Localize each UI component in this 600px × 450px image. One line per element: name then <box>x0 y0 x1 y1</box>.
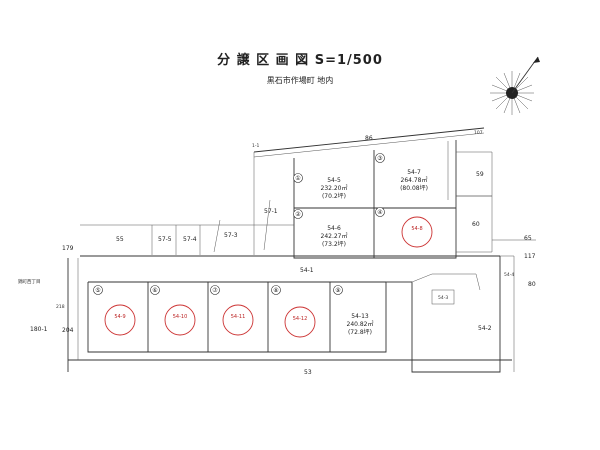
lot-9[interactable]: ⑨ 54-13 240.82㎡ (72.8坪) <box>333 285 374 337</box>
label-86: 86 <box>365 135 373 142</box>
lot-4-number: ④ <box>377 209 382 216</box>
plan-location: 黒石市作場町 地内 <box>267 75 334 85</box>
label-65: 65 <box>524 235 532 242</box>
lot-5-number: ⑤ <box>95 287 100 294</box>
label-80: 80 <box>528 281 536 288</box>
lot-8-number: ⑧ <box>273 287 278 294</box>
label-179: 179 <box>62 245 74 252</box>
lot-3[interactable]: ③ 54-7 264.78㎡ (80.08坪) <box>375 153 428 193</box>
lot-1-id: 54-5 <box>327 177 341 184</box>
lot-8-sold-stamp <box>284 306 316 338</box>
label-107: 107 <box>474 130 483 136</box>
plan-title: 分 譲 区 画 図 S=1/500 <box>217 52 383 68</box>
lot-8-id: 54-12 <box>293 316 308 322</box>
lot-1-tsubo: (70.2坪) <box>322 192 346 200</box>
lot-3-id: 54-7 <box>407 169 421 176</box>
lot-9-tsubo: (72.8坪) <box>348 328 372 336</box>
label-1-1: 1-1 <box>252 143 259 149</box>
label-55: 55 <box>116 236 124 243</box>
top-boundary-line <box>253 127 485 153</box>
label-204: 204 <box>62 327 74 334</box>
lot-4-sold-stamp <box>401 216 433 248</box>
label-60: 60 <box>472 221 480 228</box>
lot-8[interactable]: ⑧ 54-12 <box>271 285 316 338</box>
lot-6[interactable]: ⑥ 54-10 <box>150 285 196 336</box>
lot-1[interactable]: ① 54-5 232.20㎡ (70.2坪) <box>293 173 348 201</box>
lot-3-tsubo: (80.08坪) <box>400 184 428 192</box>
label-57-1: 57-1 <box>264 208 278 215</box>
lot-2[interactable]: ② 54-6 242.27㎡ (73.2坪) <box>293 209 348 249</box>
lot-9-id: 54-13 <box>351 313 369 320</box>
lot-5-sold-stamp <box>104 304 136 336</box>
lot-1-number: ① <box>295 175 300 182</box>
lot-2-tsubo: (73.2坪) <box>322 240 346 248</box>
lot-2-number: ② <box>295 211 301 218</box>
compass-rose-icon <box>490 56 540 115</box>
label-57-3: 57-3 <box>224 232 238 239</box>
lot-7[interactable]: ⑦ 54-11 <box>210 285 254 336</box>
label-53: 53 <box>304 369 312 376</box>
lot-6-number: ⑥ <box>152 287 157 294</box>
lot-4-id: 54-8 <box>411 226 422 232</box>
lot-9-area: 240.82㎡ <box>347 320 374 328</box>
label-west-street: 錦町西丁目 <box>18 278 41 285</box>
lot-5[interactable]: ⑤ 54-9 <box>93 285 136 336</box>
label-54-2: 54-2 <box>478 325 492 332</box>
label-54-1: 54-1 <box>300 267 314 274</box>
label-54-4: 54-4 <box>504 272 514 278</box>
lot-6-id: 54-10 <box>173 314 188 320</box>
lot-6-sold-stamp <box>164 304 196 336</box>
lot-2-id: 54-6 <box>327 225 341 232</box>
lot-2-area: 242.27㎡ <box>321 232 348 240</box>
label-59: 59 <box>476 171 484 178</box>
lot-1-area: 232.20㎡ <box>321 184 348 192</box>
label-180-1: 180-1 <box>30 326 48 333</box>
label-117: 117 <box>524 253 536 260</box>
lot-3-number: ③ <box>377 155 382 162</box>
lot-9-number: ⑨ <box>335 287 340 294</box>
lot-7-number: ⑦ <box>212 287 218 294</box>
lot-5-id: 54-9 <box>114 314 125 320</box>
label-54-3: 54-3 <box>438 295 448 301</box>
label-57-5: 57-5 <box>158 236 172 243</box>
lot-7-sold-stamp <box>222 304 254 336</box>
lot-3-area: 264.78㎡ <box>401 176 428 184</box>
label-57-4: 57-4 <box>183 236 197 243</box>
label-218: 218 <box>56 304 65 310</box>
lot-7-id: 54-11 <box>231 314 246 320</box>
lot-4[interactable]: ④ 54-8 <box>375 207 433 248</box>
